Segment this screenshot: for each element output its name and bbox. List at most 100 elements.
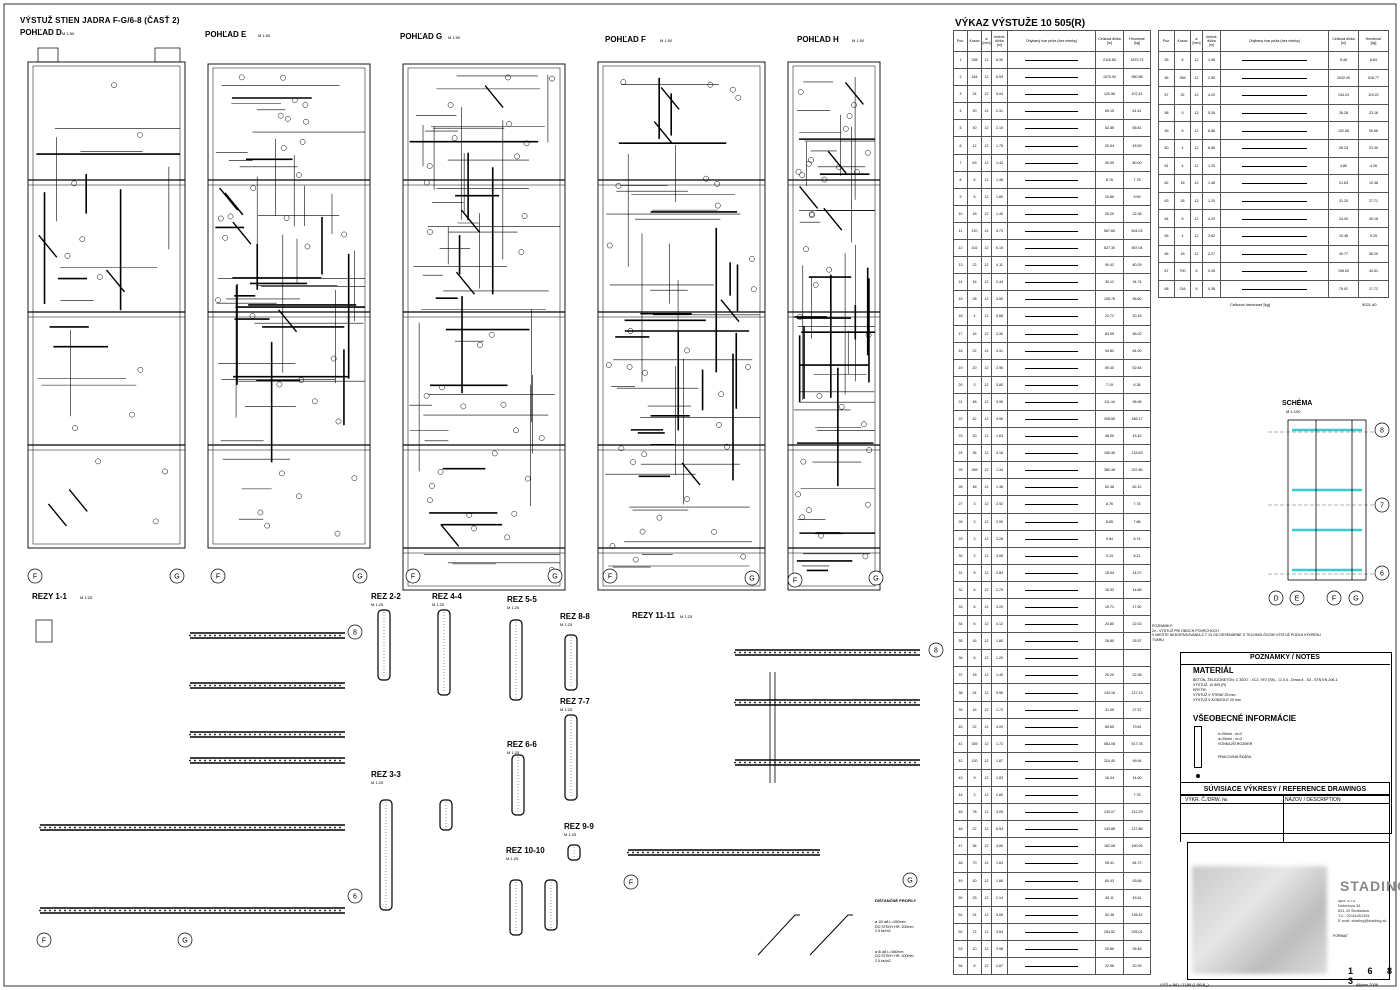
rebar-dot: [74, 909, 76, 912]
schedule-shape-cell: [1007, 580, 1096, 600]
rebar-dot: [264, 826, 266, 829]
schedule-cell: 16: [967, 700, 982, 719]
position-marker: [730, 86, 736, 93]
schedule-cell: 12: [981, 221, 992, 241]
schedule-cell: 30: [967, 871, 982, 890]
schedule-cell: 4.73: [991, 221, 1008, 241]
schedule-cell: 3.30: [991, 324, 1008, 343]
schedule-cell: 30: [967, 119, 982, 138]
schedule-cell: 126.42: [1123, 905, 1151, 924]
elevation-view: [787, 61, 881, 591]
rebar-dot: [687, 851, 689, 854]
schedule-cell: 30.18: [1358, 209, 1389, 228]
rebar-dot: [239, 909, 241, 912]
schedule-cell: 12: [1190, 86, 1203, 105]
schedule-cell: 208.55: [1095, 409, 1124, 429]
schedule-cell: 504.03: [1123, 221, 1151, 241]
schedule-cell: 29: [953, 529, 968, 548]
position-marker: [264, 522, 271, 529]
schedule-cell: 90.42: [1095, 256, 1124, 275]
schedule-cell: 8: [1174, 121, 1191, 140]
schedule-cell: 4: [1174, 226, 1191, 246]
rebar-dot: [672, 851, 674, 854]
rebar-dot: [279, 634, 281, 637]
schedule-cell: 3.89: [991, 290, 1008, 309]
schedule-cell: 4.20: [1202, 86, 1221, 105]
schedule-cell: 7.78: [1123, 495, 1151, 514]
schedule-cell: 22.02: [1123, 615, 1151, 634]
rebar-dot: [904, 761, 906, 764]
schedule-cell: 7.86: [1123, 512, 1151, 531]
section-axis-bubble: [928, 642, 944, 658]
rebar-dot: [329, 826, 331, 829]
schedule-cell: 14: [953, 273, 968, 292]
position-marker: [280, 145, 287, 151]
schedule-cell: 6.30: [991, 50, 1008, 70]
rebar-dot: [799, 651, 801, 654]
schedule-cell: 28: [967, 290, 982, 309]
schedule-cell: 1.06: [1202, 51, 1221, 70]
schedule-cell: 16: [967, 273, 982, 292]
rebar-dot: [749, 651, 751, 654]
rebar-dot: [294, 759, 296, 762]
position-marker: [471, 525, 477, 532]
schedule-cell: 43.61: [1123, 888, 1151, 907]
schedule-cell: 700: [1174, 262, 1191, 281]
schedule-cell: 8.76: [1095, 170, 1124, 189]
rebar-dot: [224, 826, 226, 829]
rebar-dot: [319, 634, 321, 637]
position-marker: [826, 266, 832, 273]
rebar-dot: [884, 761, 886, 764]
section-scale-2-2: M 1:25: [371, 602, 384, 607]
schedule-cell: 2.31: [991, 102, 1008, 121]
rebar-dot: [199, 634, 201, 637]
schedule-cell: 950.98: [1123, 68, 1151, 87]
schedule-cell: 0.38: [1202, 279, 1221, 299]
position-marker: [504, 534, 511, 541]
rebar-dot: [64, 826, 66, 829]
schedule-shape-cell: [1007, 615, 1096, 634]
schedule-cell: 102.58: [1328, 121, 1359, 140]
rebar-dot: [319, 733, 321, 736]
view-label-d: POHĽAD D: [20, 28, 62, 37]
schedule-cell: 6: [953, 136, 968, 155]
schedule-cell: 12: [981, 256, 992, 275]
rebar-dot: [642, 851, 644, 854]
schedule-shape-cell: [1007, 85, 1096, 104]
rebar-dot: [259, 759, 261, 762]
position-marker: [851, 102, 857, 108]
schedule-cell: 3: [967, 375, 982, 394]
schedule-cell: 8: [953, 170, 968, 189]
rebar-dot: [794, 701, 796, 704]
schedule-cell: 63: [967, 153, 982, 172]
schedule-cell: 1.73: [991, 700, 1008, 719]
rebar-dot: [179, 826, 181, 829]
schedule-cell: 62.85: [1095, 119, 1124, 138]
rebar-dot: [734, 651, 736, 654]
schedule-shape-cell: [1220, 156, 1329, 176]
rebar-dot: [264, 733, 266, 736]
schedule-cell: 2: [953, 68, 968, 87]
rebar-dot: [89, 826, 91, 829]
schedule-shape-cell: [1220, 174, 1329, 193]
rebar-dot: [324, 759, 326, 762]
schedule-shape-cell: [1007, 854, 1096, 873]
rebar-dot: [799, 701, 801, 704]
schedule-cell: 4.09: [991, 717, 1008, 736]
address-line: spol. s r.o.: [1338, 898, 1357, 903]
schedule-cell: 12: [981, 85, 992, 104]
schedule-shape-cell: [1007, 119, 1096, 138]
schedule-cell: 380.48: [1095, 461, 1124, 480]
schedule-cell: 20.94: [1095, 136, 1124, 155]
schedule-cell: 6.86: [1202, 121, 1221, 140]
rebar-dot: [204, 909, 206, 912]
rebar-dot: [269, 733, 271, 736]
schedule-header-cell: Hmotnosť[kg]: [1123, 30, 1151, 52]
rebar-dot: [329, 759, 331, 762]
grid-axis-bubble: [744, 570, 760, 586]
schedule-cell: 51: [953, 905, 968, 924]
rebar-dot: [787, 851, 789, 854]
